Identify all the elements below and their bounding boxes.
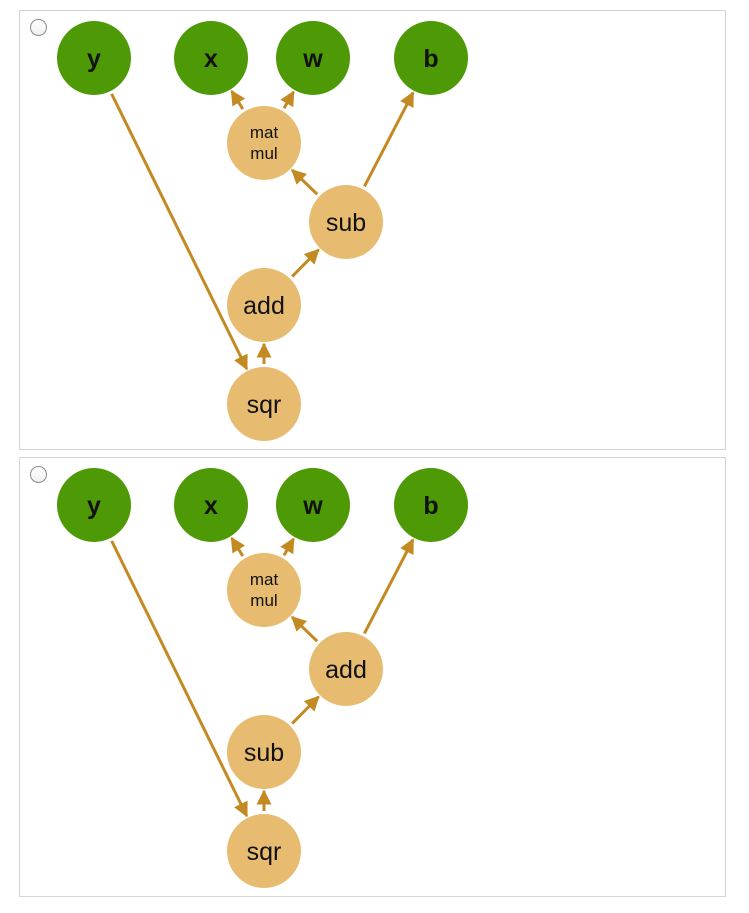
- edge-matmul-to-x: [230, 89, 246, 110]
- node-add: add: [309, 632, 383, 706]
- node-w: w: [276, 21, 350, 95]
- node-matmul: mat mul: [227, 106, 301, 180]
- node-matmul-label-line: mul: [250, 591, 277, 610]
- edge-matmul-to-w: [280, 537, 295, 557]
- node-w-circle: [276, 468, 350, 542]
- node-b-circle: [394, 468, 468, 542]
- node-x: x: [174, 468, 248, 542]
- option-1-radio[interactable]: [30, 19, 47, 36]
- node-sub: sub: [227, 715, 301, 789]
- node-b-label: b: [423, 45, 438, 73]
- edge-upper-to-b: [363, 538, 415, 635]
- node-matmul-circle: [227, 106, 301, 180]
- edge-lower-to-upper: [291, 248, 320, 278]
- node-y-label: y: [87, 45, 101, 73]
- edge-upper-to-matmul: [291, 615, 319, 643]
- node-b-label: b: [423, 492, 438, 520]
- node-sub-circle: [309, 185, 383, 259]
- node-sub: sub: [309, 185, 383, 259]
- node-y: y: [57, 468, 131, 542]
- node-sqr: sqr: [227, 814, 301, 888]
- node-matmul-label-line: mat: [250, 570, 279, 589]
- answer-option-2[interactable]: y x w b mat mul add sub sqr: [19, 457, 726, 897]
- node-b-circle: [394, 21, 468, 95]
- computation-graph-option-2: y x w b mat mul add sub sqr: [57, 468, 468, 888]
- node-b: b: [394, 468, 468, 542]
- node-add: add: [227, 268, 301, 342]
- node-w-label: w: [302, 45, 323, 73]
- node-y-circle: [57, 21, 131, 95]
- node-y: y: [57, 21, 131, 95]
- node-sub-circle: [227, 715, 301, 789]
- edge-upper-to-b: [363, 91, 415, 188]
- edge-upper-to-matmul: [291, 168, 319, 196]
- node-x-circle: [174, 468, 248, 542]
- node-add-label: add: [243, 292, 285, 320]
- node-y-label: y: [87, 492, 101, 520]
- node-sub-label: sub: [244, 739, 284, 767]
- node-w-label: w: [302, 492, 323, 520]
- node-sqr-label: sqr: [247, 838, 282, 866]
- node-add-circle: [309, 632, 383, 706]
- node-x-label: x: [204, 492, 218, 520]
- node-w-circle: [276, 21, 350, 95]
- node-x: x: [174, 21, 248, 95]
- computation-graph-option-1: y x w b mat mul sub add sqr: [57, 21, 468, 441]
- node-sqr: sqr: [227, 367, 301, 441]
- node-sub-label: sub: [326, 209, 366, 237]
- option-2-radio[interactable]: [30, 466, 47, 483]
- node-w: w: [276, 468, 350, 542]
- edge-y-to-sqr: [110, 540, 249, 818]
- node-matmul-label-line: mat: [250, 123, 279, 142]
- node-matmul: mat mul: [227, 553, 301, 627]
- node-x-circle: [174, 21, 248, 95]
- edge-matmul-to-x: [230, 536, 246, 557]
- node-add-label: add: [325, 656, 367, 684]
- node-x-label: x: [204, 45, 218, 73]
- edge-matmul-to-w: [280, 90, 295, 110]
- node-b: b: [394, 21, 468, 95]
- node-add-circle: [227, 268, 301, 342]
- node-sqr-circle: [227, 814, 301, 888]
- node-matmul-label-line: mul: [250, 144, 277, 163]
- node-y-circle: [57, 468, 131, 542]
- node-sqr-circle: [227, 367, 301, 441]
- answer-option-1[interactable]: y x w b mat mul sub add sqr: [19, 10, 726, 450]
- edge-y-to-sqr: [110, 93, 249, 371]
- node-sqr-label: sqr: [247, 391, 282, 419]
- node-matmul-circle: [227, 553, 301, 627]
- edge-lower-to-upper: [291, 695, 320, 725]
